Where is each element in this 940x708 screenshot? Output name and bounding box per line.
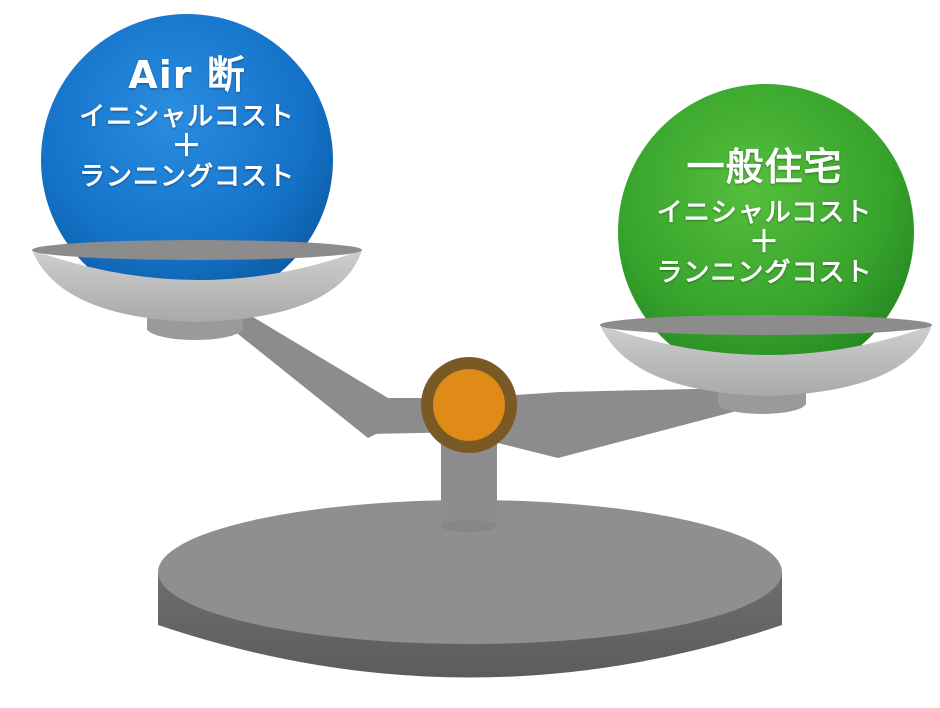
left-pan	[32, 240, 362, 322]
right-pan-title: 一般住宅	[686, 145, 843, 189]
right-pan-line1: イニシャルコスト	[656, 198, 873, 228]
right-pan-label: 一般住宅 イニシャルコスト ＋ ランニングコスト	[612, 148, 917, 286]
left-ball	[41, 14, 333, 306]
left-pan-title: Air 断	[128, 53, 246, 97]
left-pan-line2: ランニングコスト	[78, 162, 295, 192]
left-pan-line1: イニシャルコスト	[79, 102, 295, 132]
pivot-icon	[421, 357, 517, 453]
right-pan-plus: ＋	[749, 225, 780, 260]
right-pan-line2: ランニングコスト	[656, 258, 873, 288]
left-pan-plus: ＋	[171, 129, 203, 164]
left-pan-label: Air 断 イニシャルコスト ＋ ランニングコスト	[42, 56, 332, 190]
right-pan	[600, 315, 932, 396]
scale-base	[158, 500, 782, 678]
right-ball	[618, 84, 914, 380]
